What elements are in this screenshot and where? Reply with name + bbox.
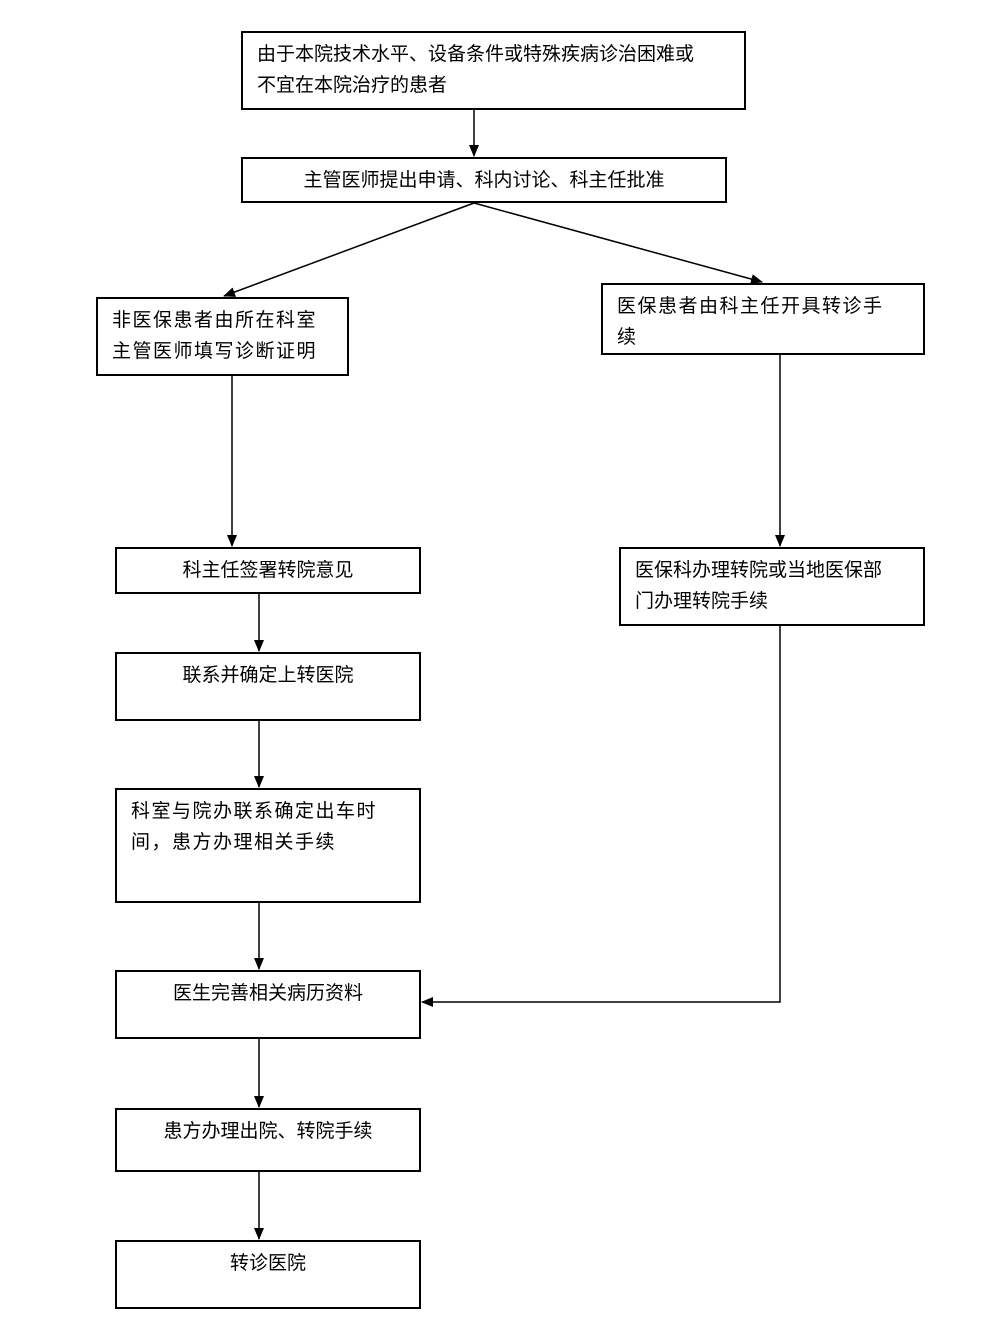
node-insured: 医保患者由科主任开具转诊手 续 xyxy=(601,283,925,355)
node-receiving-hospital: 转诊医院 xyxy=(115,1240,421,1309)
node-discharge: 患方办理出院、转院手续 xyxy=(115,1108,421,1172)
node-arrange-vehicle: 科室与院办联系确定出车时 间，患方办理相关手续 xyxy=(115,788,421,903)
edge-insurance-dept-to-complete-records xyxy=(421,626,781,1007)
node-apply-approve: 主管医师提出申请、科内讨论、科主任批准 xyxy=(241,157,727,203)
node-cannot-treat: 由于本院技术水平、设备条件或特殊疾病诊治困难或 不宜在本院治疗的患者 xyxy=(241,31,746,110)
node-complete-records: 医生完善相关病历资料 xyxy=(115,970,421,1039)
node-non-insured: 非医保患者由所在科室 主管医师填写诊断证明 xyxy=(96,297,349,376)
edge-apply-approve-to-non-insured xyxy=(223,202,475,297)
edge-apply-approve-to-insured xyxy=(473,202,763,284)
node-director-sign: 科主任签署转院意见 xyxy=(115,547,421,594)
node-insurance-dept: 医保科办理转院或当地医保部 门办理转院手续 xyxy=(619,547,925,626)
node-contact-hospital: 联系并确定上转医院 xyxy=(115,652,421,721)
